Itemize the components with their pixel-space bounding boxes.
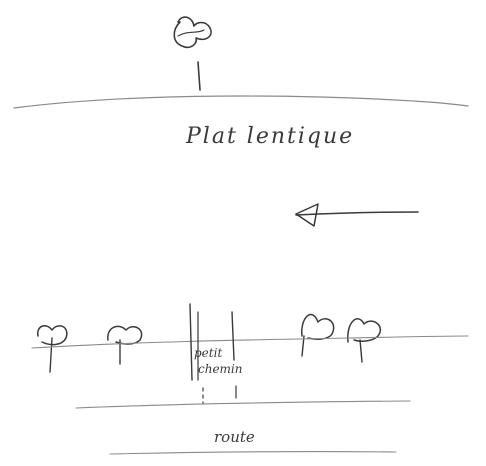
road-label: route (214, 428, 255, 446)
tree-icon (108, 326, 142, 364)
road-line-top (76, 401, 410, 408)
plateau-edge-line (14, 96, 468, 108)
path-line (32, 336, 468, 348)
small-path-label-line2: chemin (198, 362, 243, 376)
tree-icon (302, 315, 334, 356)
small-path-label-line1: petit (194, 346, 222, 360)
arrow-left-icon (296, 204, 418, 226)
tree-icon (174, 17, 211, 90)
tree-icon (38, 326, 67, 372)
plateau-label: Plat lentique (186, 124, 354, 149)
tree-icon (348, 319, 381, 362)
road-line-bottom (110, 452, 396, 454)
